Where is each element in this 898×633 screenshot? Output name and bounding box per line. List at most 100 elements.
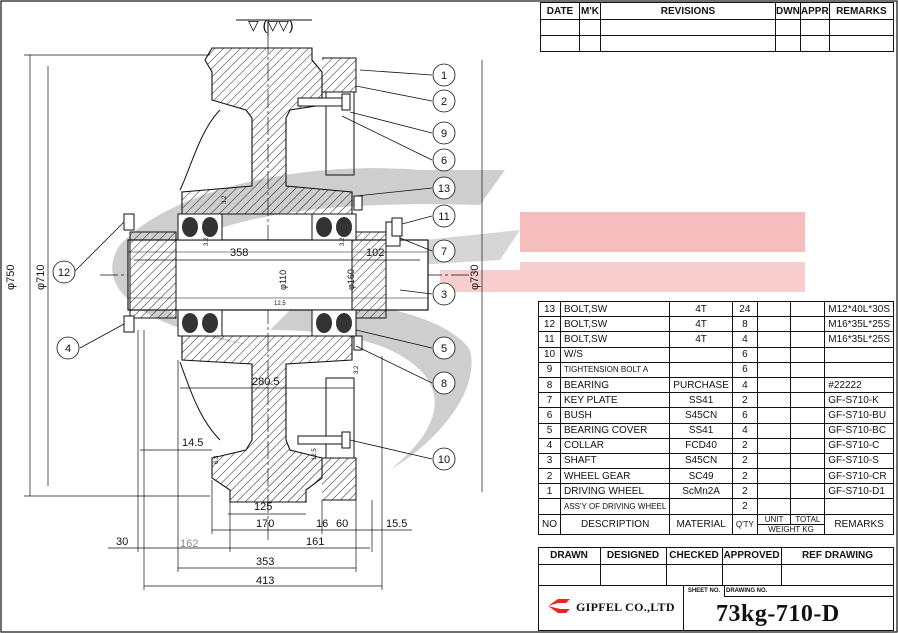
bom-cell-remarks: GF-S710-D1 (824, 483, 894, 500)
bom-cell-qty: 6 (731, 407, 758, 424)
bom-cell-no: 9 (538, 361, 561, 378)
dim-161: 161 (306, 536, 324, 548)
bom-cell-remarks: GF-S710-C (824, 437, 894, 454)
dim-16: 16 (316, 518, 328, 530)
label-designed: DESIGNED (606, 550, 660, 561)
rev-row (540, 19, 895, 36)
bom-cell-unit-weight (756, 300, 792, 318)
bom-cell-qty: 2 (731, 498, 758, 515)
balloon-2 (432, 89, 456, 113)
balloon-13 (432, 176, 456, 200)
roughness-3-2a: 3.2 (204, 237, 210, 246)
bom-cell-no: 12 (538, 316, 561, 333)
roughness-12-5b: 12.5 (312, 448, 318, 460)
balloon-7 (432, 239, 456, 263)
dim-160: φ160 (346, 269, 356, 290)
bom-header-remarks: REMARKS (824, 513, 894, 535)
title-row (538, 585, 894, 631)
bom-cell-material: S45CN (669, 407, 733, 424)
bom-cell-total-weight (790, 483, 826, 500)
bom-header-no: NO (538, 513, 561, 535)
roughness-3-2b: 3.2 (340, 237, 346, 246)
company-logo (546, 597, 572, 615)
bom-cell-material: 4T (669, 316, 733, 333)
bom-cell-no: 8 (538, 376, 561, 394)
bom-header-weight-row: WEIGHT KG (539, 523, 894, 535)
bom-cell-total-weight (790, 452, 826, 470)
dim-102: 102 (366, 247, 384, 259)
dim-750: φ750 (5, 265, 17, 291)
dimension-labels: φ750 φ710 φ730 φ110 φ160 358 102 280.5 1… (5, 195, 481, 587)
dim-353: 353 (256, 556, 274, 568)
bom-cell-total-weight (790, 361, 826, 378)
bom-cell-no: 10 (538, 346, 561, 363)
bom-cell-material: 4T (669, 300, 733, 318)
bom-cell-qty: 2 (731, 437, 758, 454)
dim-170: 170 (256, 518, 274, 530)
balloon-11 (432, 204, 456, 228)
rev-row (540, 35, 895, 52)
bom-cell-total-weight (790, 300, 826, 318)
drawing-number: 73kg-710-D (716, 601, 840, 627)
bom-cell-total-weight (790, 376, 826, 394)
bom-cell-description: BOLT,SW (559, 316, 671, 333)
balloon-4 (56, 336, 80, 360)
bom-header-description: DESCRIPTION (559, 513, 671, 535)
balloon-num-4: 4 (65, 343, 71, 355)
bom-cell-material: SS41 (669, 422, 733, 439)
bom-cell-unit-weight (756, 407, 792, 424)
bom-cell-total-weight (790, 437, 826, 454)
bom-cell-unit-weight (756, 498, 792, 515)
bom-cell-total-weight (790, 498, 826, 515)
rev-header-mk: M'K (579, 2, 601, 20)
balloon-num-11: 11 (438, 211, 449, 223)
bom-cell-material: SS41 (669, 392, 733, 409)
bom-cell-qty: 6 (731, 361, 758, 378)
rev-header-dwn: DWN (775, 2, 801, 20)
bom-cell-material: SC49 (669, 468, 733, 485)
bom-cell-remarks (824, 498, 894, 515)
bom-cell-description: BUSH (559, 407, 671, 424)
balloon-5 (432, 336, 456, 360)
bom-cell-no: 11 (538, 331, 561, 348)
bom-header-material: MATERIAL (669, 513, 733, 535)
bom-cell-no: 2 (538, 468, 561, 485)
bearings (177, 213, 357, 337)
bom-cell-qty: 6 (731, 346, 758, 363)
balloon-numbers: 1 2 9 6 13 11 7 3 5 8 10 12 4 (58, 70, 450, 466)
balloon-3 (432, 282, 456, 306)
bom-cell-material: ScMn2A (669, 483, 733, 500)
dim-14-5: 14.5 (182, 437, 203, 449)
bom-cell-total-weight (790, 468, 826, 485)
gipfel-logo-icon (548, 599, 570, 613)
bom-cell-qty: 2 (731, 452, 758, 470)
bom-cell-qty: 2 (731, 483, 758, 500)
revisions-table: DATE M'K REVISIONS DWN APPR REMARKS (540, 2, 895, 52)
bom-cell-description: DRIVING WHEEL (559, 483, 671, 500)
balloon-6 (432, 148, 456, 172)
bom-cell-material: S45CN (669, 452, 733, 470)
bom-cell-qty: 4 (731, 422, 758, 439)
bom-cell-no: 13 (538, 300, 561, 318)
rev-header-remarks: REMARKS (828, 2, 895, 20)
label-sheet-no: SHEET NO. (687, 588, 721, 594)
bom-cell-description: BOLT,SW (559, 331, 671, 348)
bom-cell-qty: 4 (731, 331, 758, 348)
bom-cell-unit-weight (756, 437, 792, 454)
balloon-num-5: 5 (441, 343, 447, 355)
label-drawn: DRAWN (550, 550, 588, 561)
bom-cell-material (669, 361, 733, 378)
bom-cell-no: 3 (538, 452, 561, 470)
bom-cell-description: W/S (559, 346, 671, 363)
bom-cell-total-weight (790, 392, 826, 409)
bom-cell-remarks: GF-S710-S (824, 452, 894, 470)
bom-cell-unit-weight (756, 468, 792, 485)
bom-cell-total-weight (790, 407, 826, 424)
balloon-12 (52, 260, 76, 284)
